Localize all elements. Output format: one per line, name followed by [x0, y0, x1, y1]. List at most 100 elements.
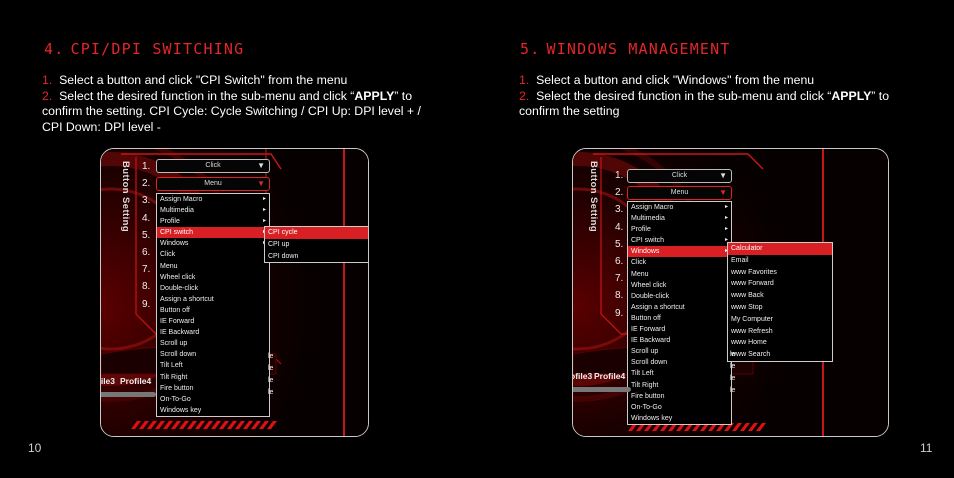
submenu-item[interactable]: www Stop [731, 303, 763, 311]
menu-item-label: Scroll up [631, 348, 659, 356]
section-title: CPI/DPI SWITCHING [70, 40, 245, 58]
section-number: 5. [520, 40, 541, 58]
submenu-arrow-icon: ▸ [725, 246, 728, 257]
submenu-item[interactable]: Email [731, 256, 749, 264]
row-number: 2. [142, 178, 151, 190]
partial-item: le [268, 353, 274, 360]
menu-item[interactable]: Fire button [157, 383, 269, 394]
submenu-item[interactable]: CPI cycle [265, 227, 368, 239]
menu-item[interactable]: Assign a shortcut [628, 302, 731, 313]
partial-item: le [268, 365, 274, 372]
menu-item[interactable]: Tilt Right [628, 380, 731, 391]
menu-item[interactable]: Windows▸ [157, 238, 269, 249]
screenshot-frame: Button Setting 1.2.3.4.5.6.7.8.9. Click▼… [100, 148, 369, 437]
row-number: 1. [615, 170, 624, 181]
menu-item[interactable]: Tilt Left [628, 368, 731, 379]
profile-tab-4[interactable]: Profile4 [120, 376, 152, 386]
menu-item[interactable]: Click [157, 249, 269, 260]
menu-item[interactable]: Profile ▸ [628, 224, 731, 235]
submenu-arrow-icon: ▸ [724, 237, 728, 244]
menu-dropdown[interactable]: Menu▼ [156, 177, 270, 191]
left-page: 4. CPI/DPI SWITCHING 1. Select a button a… [28, 40, 442, 455]
instructions: 1. Select a button and click "CPI Switch… [42, 73, 442, 135]
menu-item[interactable]: Windows key [628, 413, 731, 424]
menu-item-label: Assign Macro [160, 196, 203, 203]
submenu-arrow-icon: ▸ [724, 215, 728, 222]
menu-item-label: Profile [160, 218, 180, 226]
profile-tab-3[interactable]: file3 [100, 376, 116, 386]
menu-item[interactable]: Assign Macro▸ [157, 194, 269, 205]
menu-item[interactable]: IE Backward [628, 335, 731, 346]
menu-item[interactable]: Multimedia▸ [628, 213, 731, 224]
profile-tab-4[interactable]: Profile4 [594, 371, 626, 381]
menu-item[interactable]: Scroll down [157, 349, 269, 360]
submenu-item[interactable]: Calculator [728, 243, 832, 255]
instruction-step-1: 1. Select a button and click "Windows" f… [519, 73, 815, 87]
click-dropdown[interactable]: Click▼ [156, 159, 270, 173]
menu-item[interactable]: Menu [157, 261, 269, 272]
menu-item-label: Scroll down [160, 351, 197, 359]
menu-item[interactable]: Tilt Right [157, 372, 269, 383]
menu-item[interactable]: On-To-Go [628, 402, 731, 413]
submenu-item[interactable]: www Favorites [731, 268, 777, 276]
menu-item[interactable]: Wheel click [628, 280, 731, 291]
menu-item[interactable]: Assign a shortcut [157, 294, 269, 305]
profile-tab-3[interactable]: ofile3 [572, 371, 593, 381]
menu-item[interactable]: IE Backward [157, 327, 269, 338]
instructions: 1. Select a button and click "Windows" f… [519, 73, 919, 120]
menu-item-label: Double-click [631, 292, 670, 300]
partial-item: le [730, 387, 736, 394]
section-title: WINDOWS MANAGEMENT [546, 40, 731, 58]
menu-item[interactable]: CPI switch▸ [157, 227, 269, 239]
menu-item[interactable]: Wheel click [157, 272, 269, 283]
row-number: 3. [142, 195, 151, 207]
menu-item[interactable]: Scroll down [628, 357, 731, 368]
menu-item[interactable]: Click [628, 257, 731, 268]
menu-item[interactable]: Windows key [157, 405, 269, 416]
row-number: 9. [142, 298, 151, 310]
submenu-arrow-icon: ▸ [724, 226, 728, 233]
row-number: 4. [142, 212, 151, 224]
function-menu: Assign Macro▸Multimedia▸Profile▸CPI swit… [156, 193, 270, 417]
menu-item[interactable]: IE Forward [628, 324, 731, 335]
profile-3-bar [573, 387, 600, 392]
submenu-item[interactable]: www Refresh [731, 327, 773, 335]
row-number: 7. [142, 264, 151, 276]
menu-item[interactable]: Scroll up [628, 346, 731, 357]
menu-item[interactable]: Button off [157, 305, 269, 316]
partial-item: le [268, 389, 274, 396]
menu-item[interactable]: CPI switch▸ [628, 235, 731, 246]
submenu-item[interactable]: My Computer [731, 315, 774, 323]
row-number: 6. [615, 255, 624, 267]
menu-item-label: Button off [631, 314, 661, 322]
menu-item[interactable]: Scroll up [157, 338, 269, 349]
function-menu: Assign Macro▸Multimedia▸Profile▸CPI swit… [627, 201, 732, 425]
menu-item[interactable]: Tilt Left [157, 360, 269, 371]
submenu-item[interactable]: www Back [731, 292, 764, 300]
profile-4-bar [116, 392, 156, 397]
menu-item[interactable]: Windows▸ [628, 246, 731, 258]
menu-item[interactable]: Assign Macro ▸ [628, 202, 731, 213]
menu-item[interactable]: Button off [628, 313, 731, 324]
submenu-item[interactable]: www Home [731, 339, 767, 347]
menu-item[interactable]: Fire button [628, 391, 731, 402]
menu-item[interactable]: IE Forward [157, 316, 269, 327]
menu-item-label: Fire button [631, 392, 665, 400]
menu-item[interactable]: Profile▸ [157, 216, 269, 227]
menu-item-label: Assign a shortcut [631, 303, 685, 311]
menu-dropdown[interactable]: Menu▼ [627, 186, 732, 200]
menu-item[interactable]: Double-click [628, 291, 731, 302]
click-dropdown[interactable]: Click▼ [627, 169, 732, 183]
menu-item[interactable]: Double-click [157, 283, 269, 294]
menu-item-label: Assign Macro [631, 204, 674, 211]
menu-item-label: Profile [631, 226, 651, 234]
submenu-item[interactable]: www Search [731, 351, 771, 359]
section-number: 4. [44, 40, 65, 58]
menu-item[interactable]: Multimedia▸ [157, 205, 269, 216]
submenu-item[interactable]: CPI up [268, 240, 290, 248]
submenu-item[interactable]: www Forward [731, 280, 774, 288]
submenu-arrow-icon: ▸ [724, 204, 728, 210]
submenu-item[interactable]: CPI down [268, 252, 299, 260]
menu-item[interactable]: On-To-Go [157, 394, 269, 405]
menu-item[interactable]: Menu [628, 269, 731, 280]
